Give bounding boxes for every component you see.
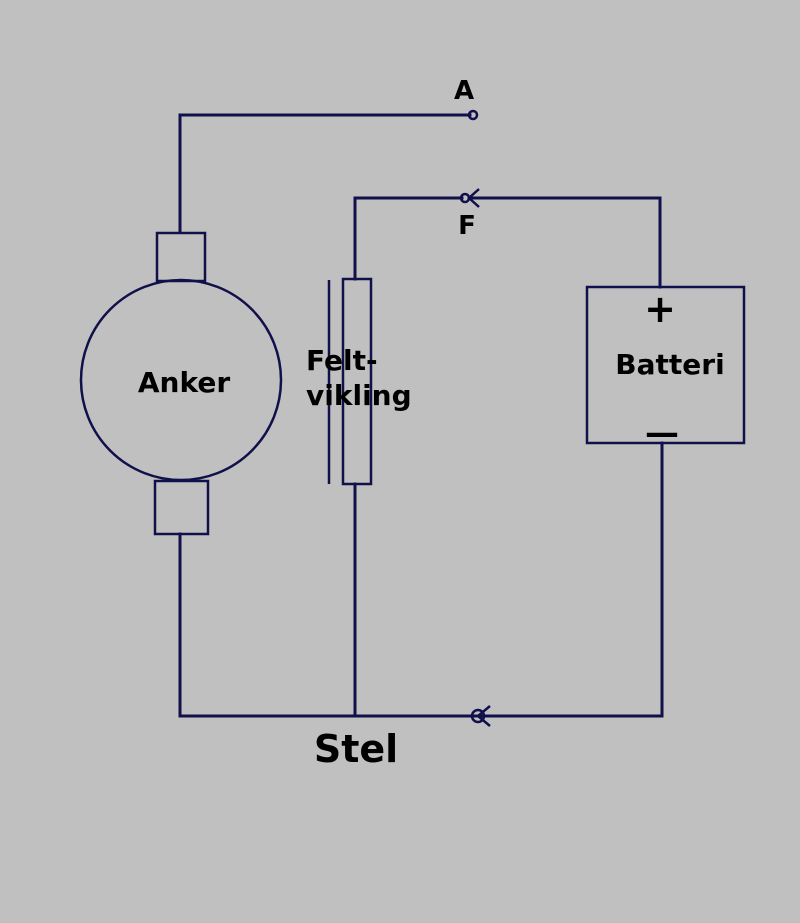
field-winding-label-line1: Felt- (306, 344, 378, 377)
terminal-f-connector (459, 188, 480, 208)
armature-bottom-brush (153, 479, 210, 536)
wire-terminal-f-to-battery-plus (470, 196, 662, 289)
field-winding-label-line2: vikling (306, 379, 412, 412)
battery-plus-label: + (644, 287, 676, 331)
terminal-f-label: F (458, 211, 476, 241)
battery-box (585, 285, 746, 445)
battery-label: Batteri (615, 348, 724, 381)
ground-label: Stel (314, 727, 398, 771)
terminal-a-label: A (454, 76, 474, 106)
wire-field-to-terminal-f (353, 196, 464, 281)
armature-circle (79, 278, 283, 482)
wire-armature-to-terminal-a (178, 113, 472, 234)
armature-label: Anker (138, 366, 230, 399)
ground-connector (470, 705, 491, 727)
battery-minus-label: — (645, 413, 679, 453)
field-winding-coil (341, 277, 373, 486)
armature-top-brush (155, 231, 207, 283)
terminal-a-connector (467, 109, 479, 121)
